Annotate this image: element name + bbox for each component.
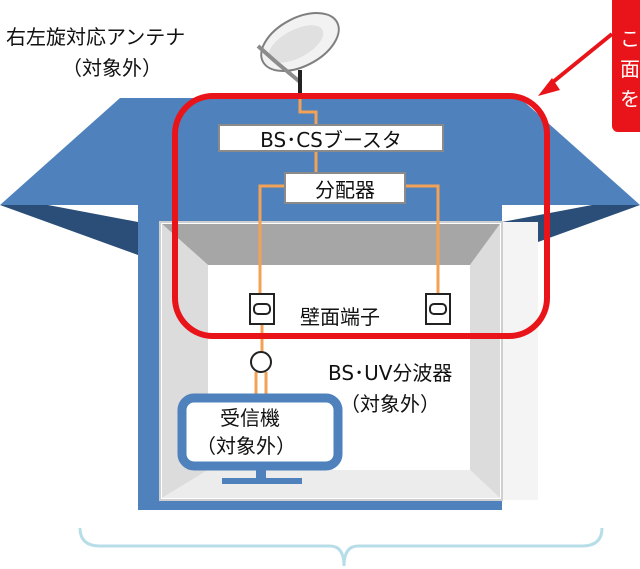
bs-uv-splitter-note: （対象外）: [340, 392, 440, 416]
splitter-box: 分配器: [284, 172, 406, 204]
roof-underside-left: [0, 205, 138, 255]
satellite-antenna-icon: [256, 12, 340, 98]
antenna-note: （対象外）: [62, 56, 162, 80]
receiver-label: 受信機: [220, 406, 280, 430]
wall-outlet-label: 壁面端子: [300, 305, 380, 329]
room-floor: [162, 470, 500, 498]
room-ceiling: [162, 224, 500, 265]
receiver-note: （対象外）: [196, 434, 296, 458]
bs-uv-splitter-icon: [250, 351, 272, 373]
highlight-frame: [172, 93, 550, 339]
receiver-tv: [177, 393, 343, 471]
room-right-wall: [470, 224, 500, 498]
bs-uv-splitter-label: BS･UV分波器: [328, 361, 453, 385]
callout-arrow: [538, 32, 614, 96]
callout-line-3: を: [620, 87, 640, 111]
wall-outlet-icon-right: [425, 293, 451, 325]
callout-line-2: 面: [620, 57, 640, 81]
callout-line-1: こ: [620, 27, 640, 51]
bottom-bracket: [78, 527, 604, 567]
wall-outlet-icon-left: [249, 293, 275, 325]
receiver-stand: [256, 470, 266, 480]
antenna-label: 右左旋対応アンテナ: [6, 25, 186, 49]
booster-box: BS･CSブースタ: [218, 124, 444, 152]
callout-box: こ 面 を: [612, 0, 640, 132]
